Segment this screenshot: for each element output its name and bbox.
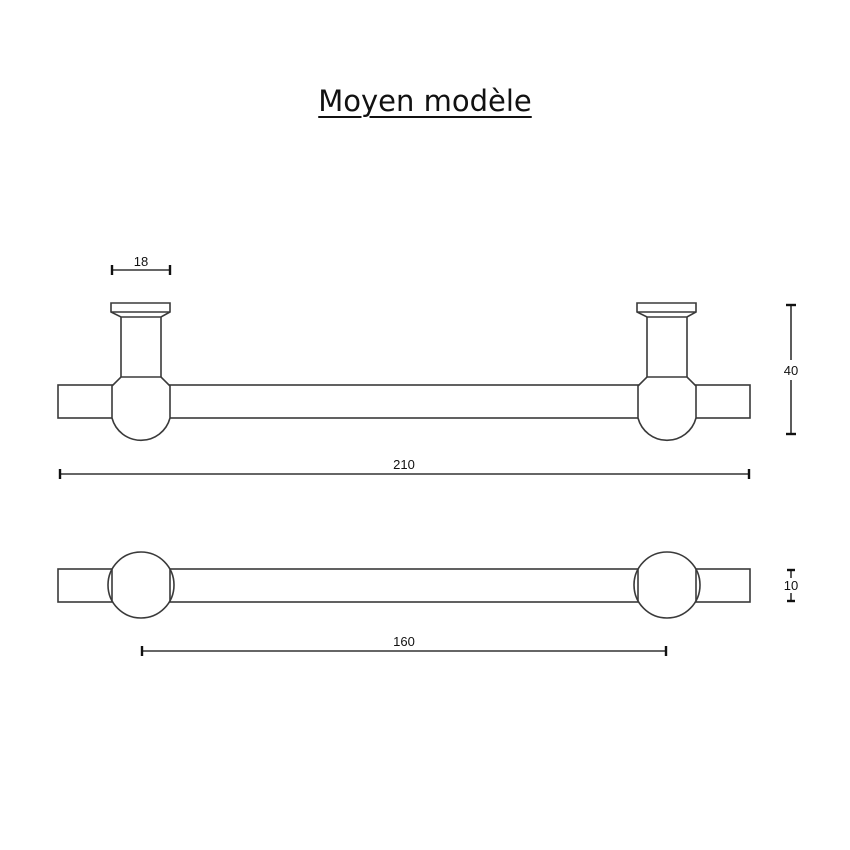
dimension-center-distance: 160	[140, 634, 668, 656]
bar-diameter-label: 10	[784, 578, 798, 593]
right-post	[646, 315, 688, 379]
height-label: 40	[784, 363, 798, 378]
left-cap	[110, 302, 171, 318]
right-cap	[636, 302, 697, 318]
center-distance-label: 160	[393, 634, 415, 649]
page-title: Moyen modèle	[318, 84, 532, 118]
dimension-foot-width: 18	[110, 254, 172, 275]
dimension-bar-diameter: 10	[782, 568, 800, 603]
right-ball	[637, 376, 697, 442]
dimension-overall-length: 210	[58, 457, 751, 479]
side-view: 18 40 210	[57, 254, 798, 479]
foot-width-label: 18	[134, 254, 148, 269]
left-ball-top	[107, 551, 175, 619]
right-ball-top	[633, 551, 701, 619]
dimension-height: 40	[784, 303, 798, 436]
left-post	[120, 315, 162, 379]
overall-length-label: 210	[393, 457, 415, 472]
right-support	[636, 302, 697, 442]
top-view: 10 160	[57, 551, 800, 656]
left-ball	[111, 376, 171, 442]
handle-bar-side	[57, 384, 751, 419]
left-support	[110, 302, 171, 442]
